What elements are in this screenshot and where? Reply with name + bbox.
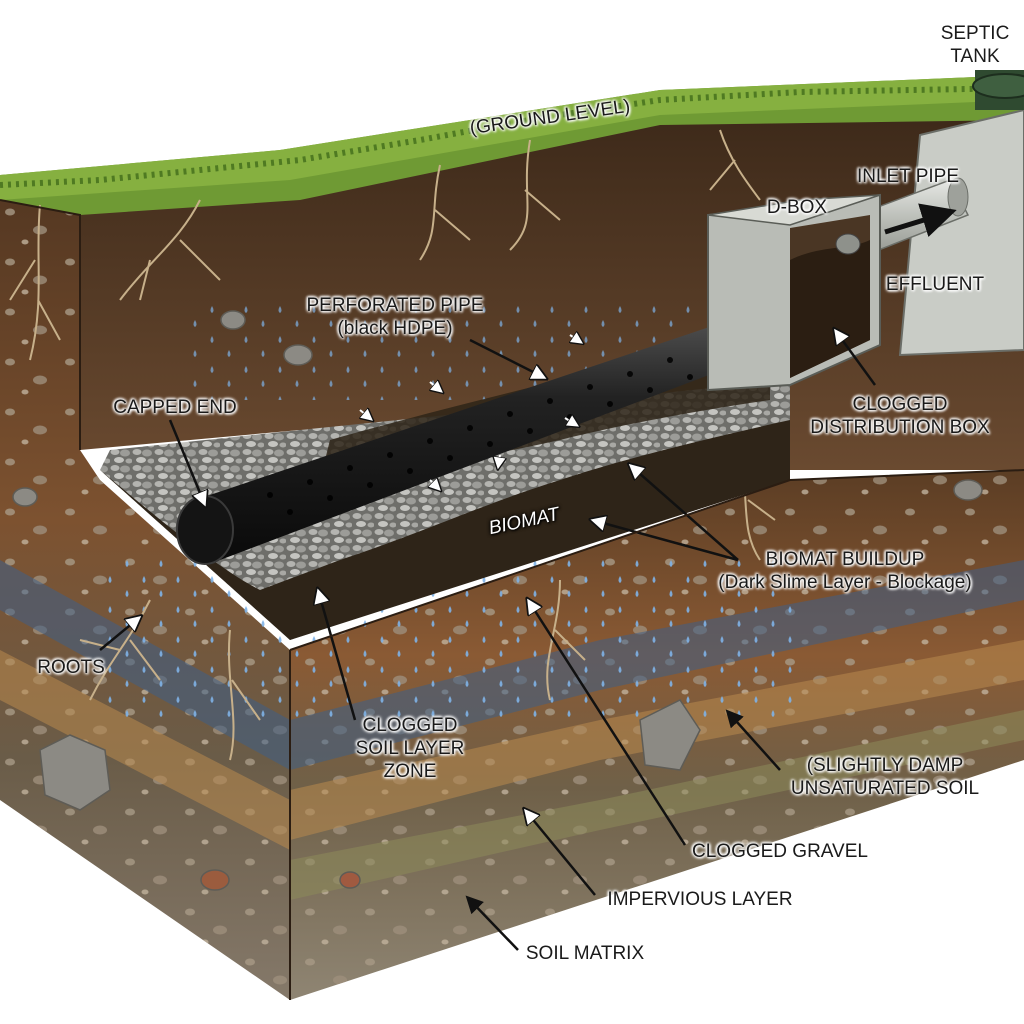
- label-roots: ROOTS: [26, 656, 116, 679]
- label-capped-end: CAPPED END: [105, 396, 245, 419]
- label-clogged-gravel: CLOGGED GRAVEL: [690, 840, 870, 863]
- label-d-box: D-BOX: [752, 196, 842, 219]
- label-biomat-buildup: BIOMAT BUILDUP(Dark Slime Layer - Blocka…: [700, 548, 990, 594]
- label-perforated-pipe: PERFORATED PIPE(black HDPE): [290, 294, 500, 340]
- label-inlet-pipe: INLET PIPE: [848, 165, 968, 188]
- label-effluent: EFFLUENT: [880, 273, 990, 296]
- label-soil-matrix: SOIL MATRIX: [515, 942, 655, 965]
- label-impervious-layer: IMPERVIOUS LAYER: [600, 888, 800, 911]
- capped-end-cap: [177, 496, 233, 564]
